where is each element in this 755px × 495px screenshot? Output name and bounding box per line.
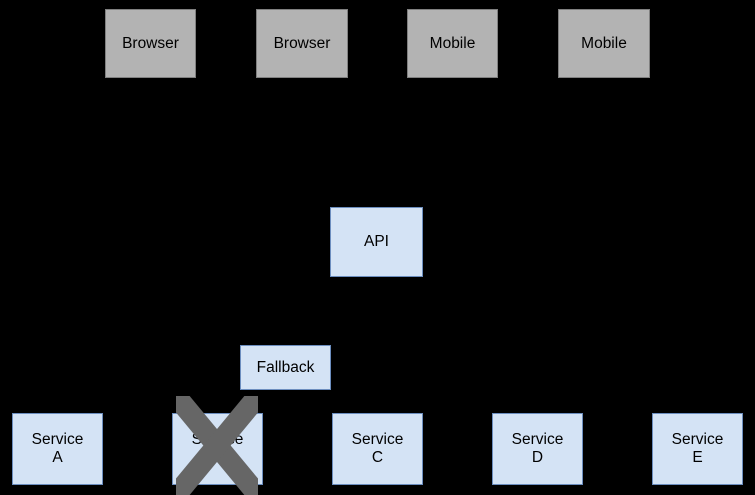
edge-api-to-mobile-2 (376, 79, 606, 208)
node-service-b[interactable]: Service B (172, 413, 263, 485)
node-api[interactable]: API (330, 207, 423, 277)
edge-api-to-mobile-1 (376, 78, 456, 208)
edge-api-to-service-a (55, 277, 378, 412)
node-browser-1[interactable]: Browser (105, 9, 196, 78)
edge-api-to-service-d (376, 277, 539, 412)
node-service-c[interactable]: Service C (332, 413, 423, 485)
node-mobile-1[interactable]: Mobile (407, 9, 498, 78)
node-service-d[interactable]: Service D (492, 413, 583, 485)
edge-api-to-browser-2 (309, 78, 378, 208)
edge-api-to-browser-1 (161, 79, 378, 208)
node-browser-2[interactable]: Browser (256, 9, 348, 78)
node-fallback[interactable]: Fallback (240, 345, 331, 390)
node-mobile-2[interactable]: Mobile (558, 9, 650, 78)
node-service-a[interactable]: Service A (12, 413, 103, 485)
node-service-e[interactable]: Service E (652, 413, 743, 485)
edge-api-to-fallback (288, 277, 378, 344)
edge-api-to-service-e (376, 277, 699, 412)
